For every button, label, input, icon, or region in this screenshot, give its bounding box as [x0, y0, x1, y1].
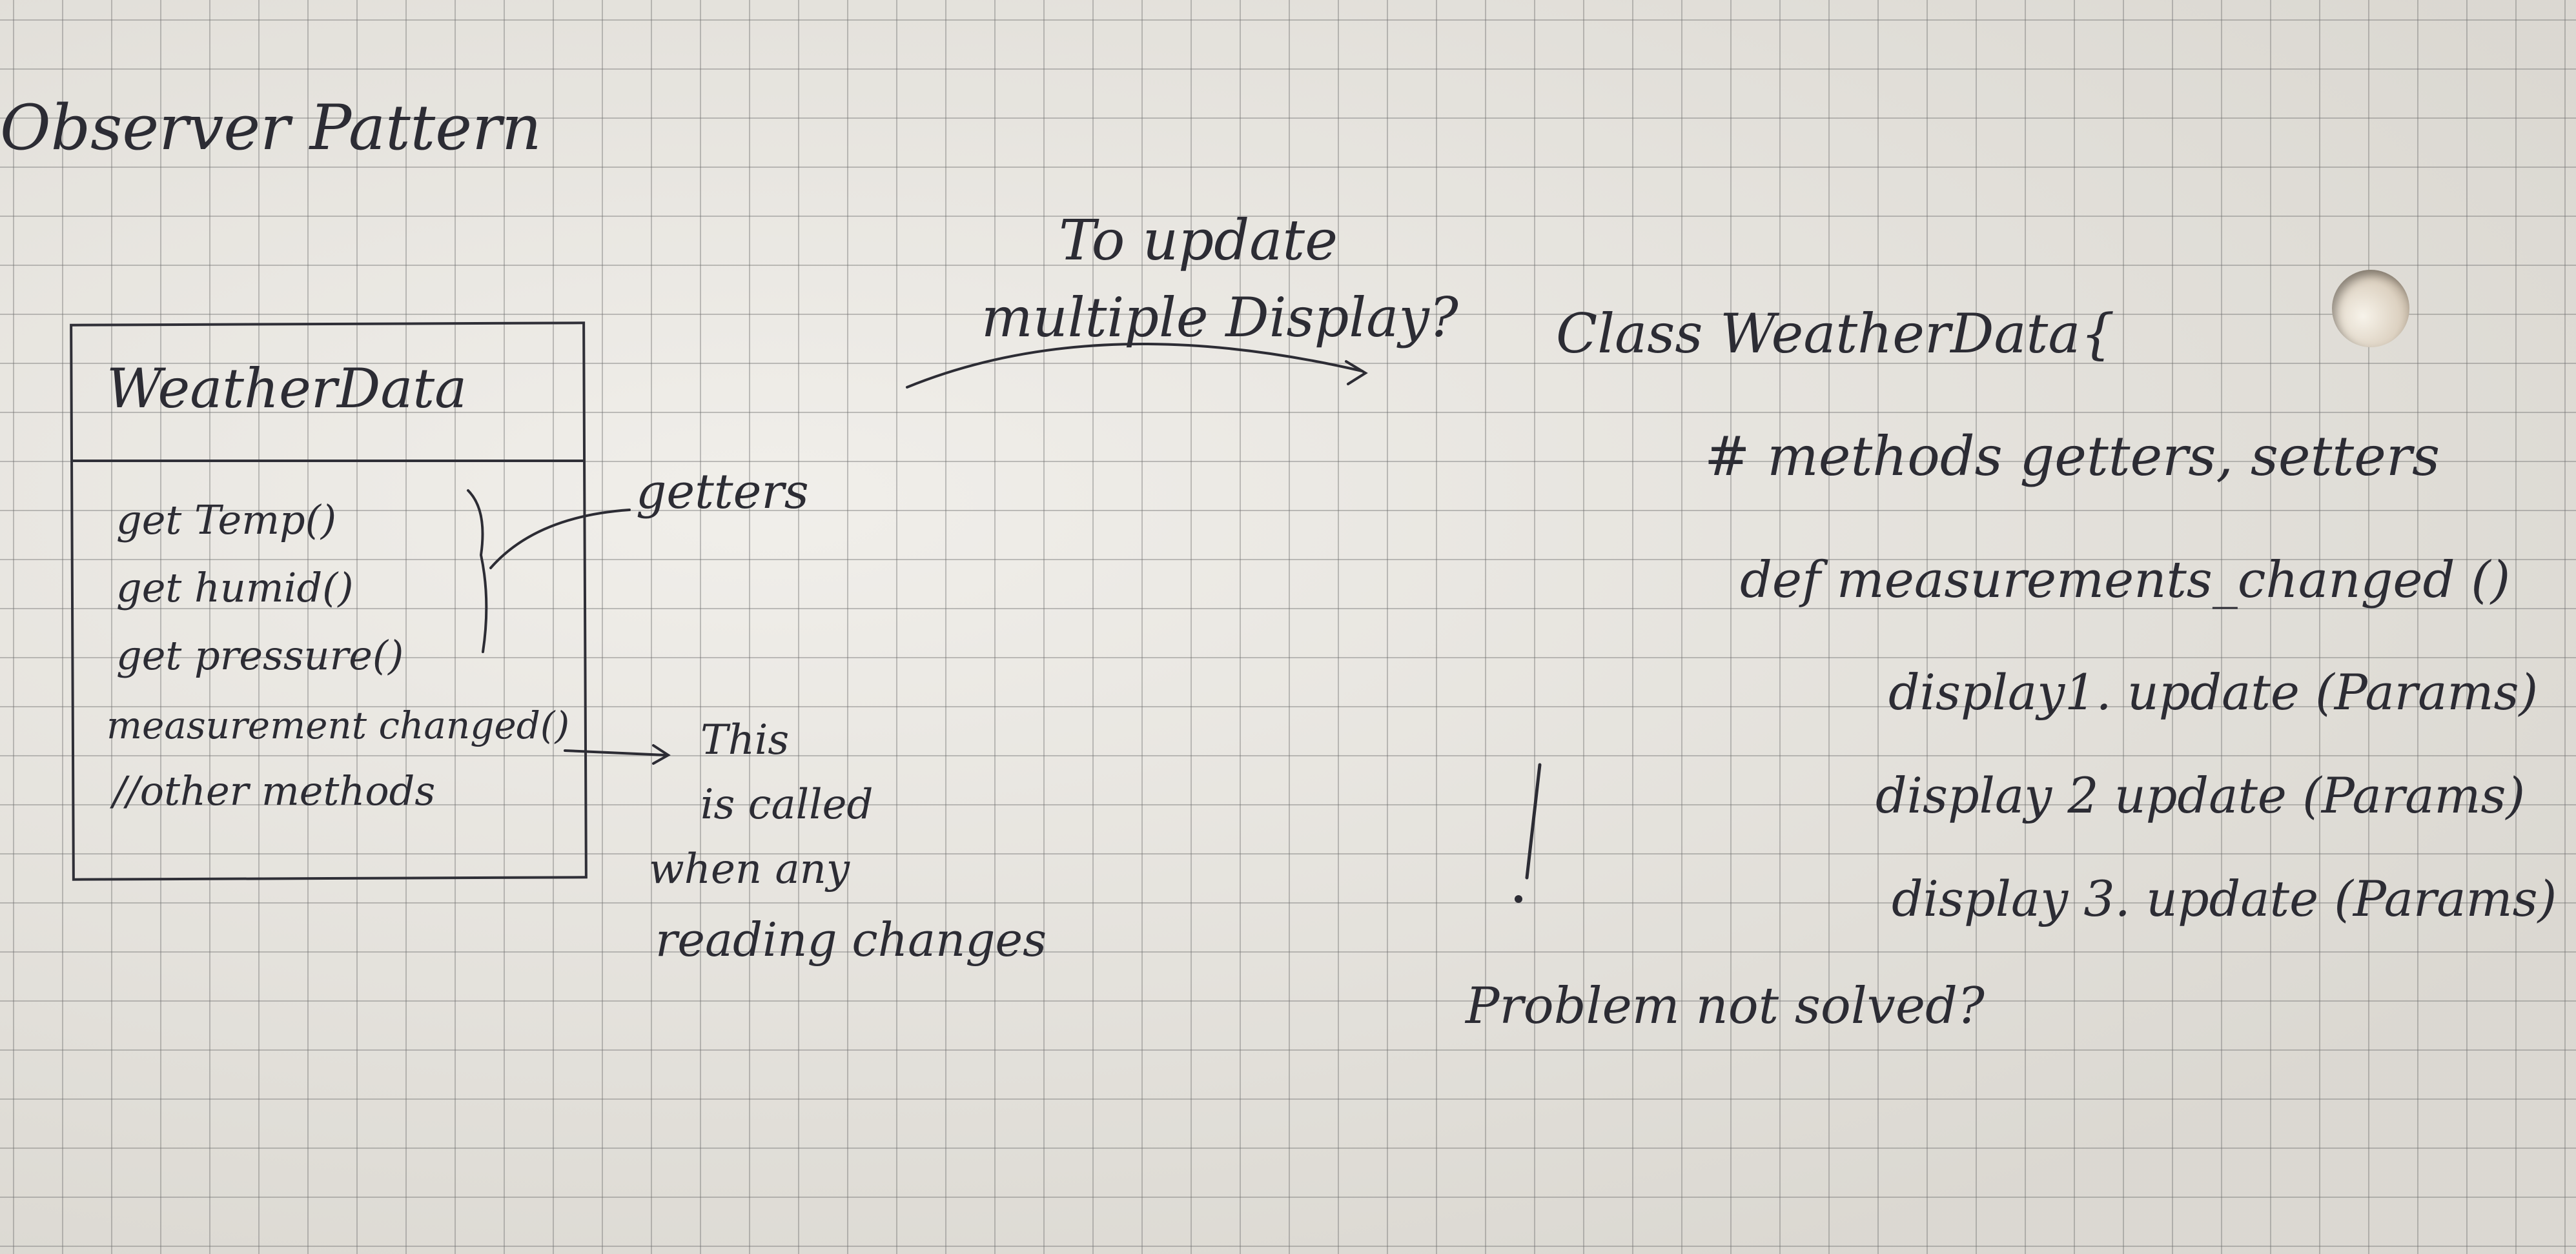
getters-annotation: getters — [636, 464, 809, 520]
exclamation-stroke — [1525, 763, 1542, 880]
page-title: Observer Pattern — [0, 92, 542, 164]
uml-divider — [71, 460, 584, 462]
uml-method: get pressure() — [116, 632, 404, 679]
code-def-line: def measurements_changed () — [1740, 551, 2511, 609]
code-class-line: Class WeatherData{ — [1556, 302, 2115, 365]
question-line: multiple Display? — [981, 286, 1458, 349]
question-arrowhead — [1345, 360, 1368, 385]
uml-method: //other methods — [113, 767, 436, 814]
note-arrow — [564, 749, 666, 756]
code-comment: # methods getters, setters — [1704, 425, 2440, 488]
called-note-line: when any — [649, 845, 850, 893]
uml-method: get Temp() — [116, 496, 337, 543]
called-note-line: This — [700, 716, 790, 764]
code-call-line: display 3. update (Params) — [1892, 870, 2557, 927]
getters-bracket — [467, 489, 488, 653]
code-call-line: display 2 update (Params) — [1876, 767, 2526, 824]
uml-method: get humid() — [116, 564, 354, 611]
uml-class-name: WeatherData — [107, 357, 467, 420]
called-note-line: reading changes — [655, 913, 1047, 967]
getters-connector — [489, 509, 631, 569]
note-arrowhead — [652, 744, 671, 765]
called-note-line: is called — [700, 781, 874, 829]
exclamation-dot — [1515, 895, 1522, 903]
code-call-line: display1. update (Params) — [1888, 663, 2539, 721]
question-curve — [906, 343, 1364, 389]
problem-note: Problem not solved? — [1466, 977, 1985, 1035]
uml-method: measurement changed() — [107, 703, 570, 747]
question-line: To update — [1059, 208, 1338, 273]
punched-hole — [2332, 270, 2409, 347]
